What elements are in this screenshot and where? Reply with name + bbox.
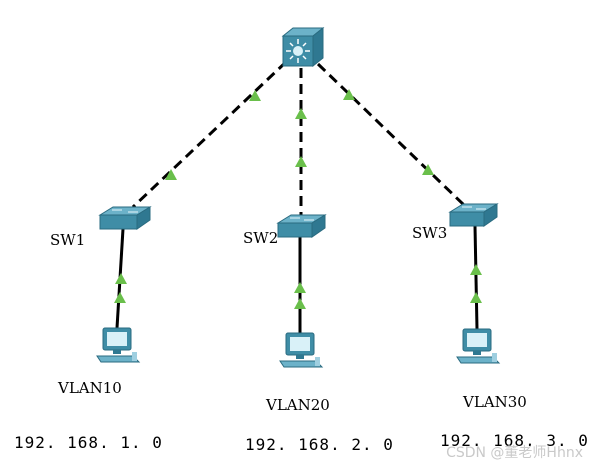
switch-icon[interactable]: [98, 206, 152, 230]
link-up-indicator: [295, 108, 307, 119]
link-up-indicator: [470, 264, 482, 275]
trunk-link-sw3: [316, 62, 467, 208]
link-up-indicator: [249, 90, 261, 101]
subnet-label-3: 192. 168. 3. 0: [440, 431, 589, 450]
multilayer-switch-icon[interactable]: [281, 26, 325, 68]
link-up-indicator: [422, 164, 434, 175]
vlan-label-20: VLAN20: [266, 396, 330, 414]
pc-icon[interactable]: [96, 327, 141, 363]
trunk-link-sw1: [131, 60, 288, 209]
switch-icon[interactable]: [276, 214, 327, 238]
pc-icon[interactable]: [279, 332, 324, 368]
vlan-label-10: VLAN10: [58, 379, 122, 397]
link-up-indicator: [294, 298, 306, 309]
access-link-pc3: [473, 225, 479, 330]
switch-icon[interactable]: [448, 203, 499, 227]
link-up-indicator: [165, 169, 177, 180]
switch-label-sw2: SW2: [243, 229, 279, 247]
watermark: CSDN @董老师Hhnx: [446, 445, 583, 461]
switch-label-sw3: SW3: [412, 224, 448, 242]
link-up-indicator: [115, 273, 127, 284]
subnet-label-1: 192. 168. 1. 0: [14, 433, 163, 452]
subnet-label-2: 192. 168. 2. 0: [245, 435, 394, 454]
pc-icon[interactable]: [456, 328, 501, 364]
switch-label-sw1: SW1: [50, 231, 86, 249]
link-up-indicator: [114, 292, 126, 303]
link-up-indicator: [295, 156, 307, 167]
link-up-indicator: [343, 89, 355, 100]
link-up-indicator: [470, 292, 482, 303]
vlan-label-30: VLAN30: [463, 393, 527, 411]
link-up-indicator: [294, 282, 306, 293]
